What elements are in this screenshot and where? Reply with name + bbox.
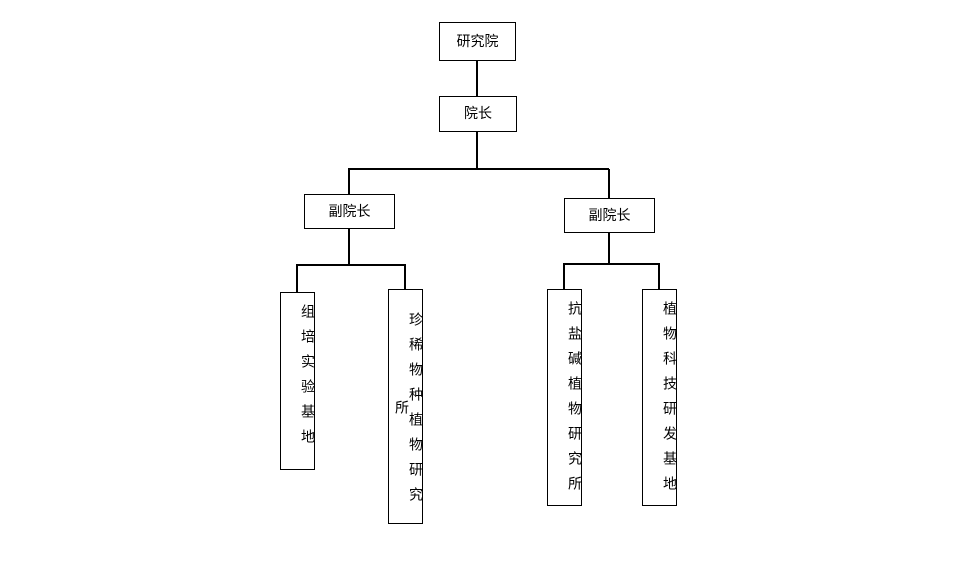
root-node: 研究院 bbox=[439, 22, 516, 61]
unit-label: 抗盐碱植物研究所 bbox=[566, 301, 582, 501]
unit-node-plant-tech-base: 植物科技研发基地 bbox=[642, 289, 677, 506]
root-label: 研究院 bbox=[456, 33, 499, 50]
deputy-label: 副院长 bbox=[588, 207, 631, 224]
director-label: 院长 bbox=[464, 106, 492, 122]
unit-node-saline-alkali-institute: 抗盐碱植物研究所 bbox=[547, 289, 582, 506]
unit-label: 植物科技研发基地 bbox=[661, 301, 677, 501]
deputy-node-right: 副院长 bbox=[564, 198, 655, 233]
deputy-node-left: 副院长 bbox=[304, 194, 395, 229]
deputy-label: 副院长 bbox=[328, 203, 371, 220]
unit-node-tissue-culture-base: 组培实验基地 bbox=[280, 292, 315, 470]
unit-label: 珍稀物种植物研究所 bbox=[393, 312, 423, 512]
unit-label: 组培实验基地 bbox=[299, 304, 315, 454]
unit-node-rare-species-institute: 珍稀物种植物研究所 bbox=[388, 289, 423, 524]
director-node: 院长 bbox=[439, 96, 517, 132]
